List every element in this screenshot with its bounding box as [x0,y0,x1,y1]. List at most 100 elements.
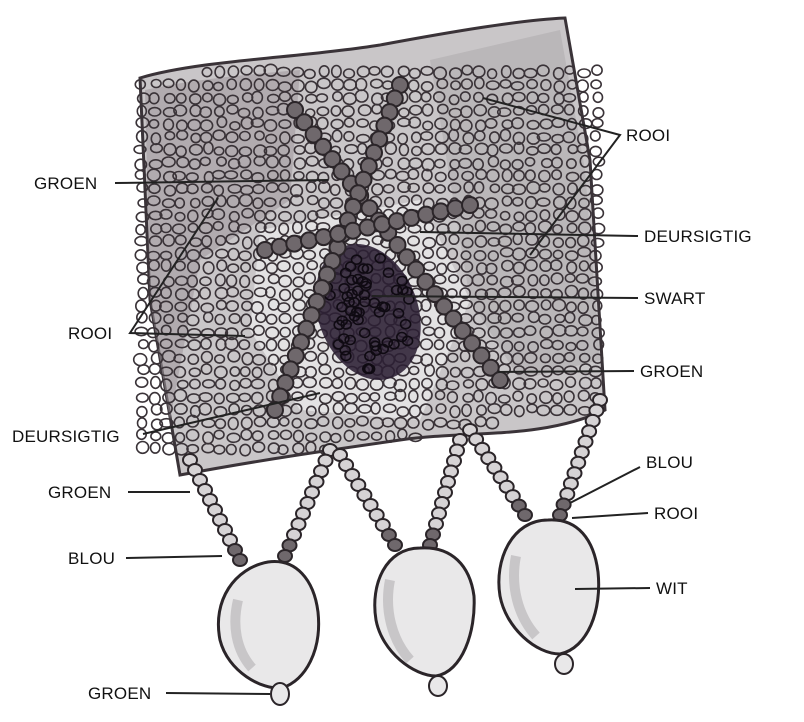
texture-bead [354,89,369,103]
texture-bead [279,429,293,441]
black-bead [332,338,345,350]
texture-bead [565,341,577,352]
cross-bead [343,221,362,240]
texture-bead [448,128,460,142]
texture-bead [225,131,239,144]
texture-bead [512,261,526,275]
texture-bead [435,233,447,246]
texture-bead [421,377,433,390]
texture-bead [318,363,332,376]
texture-bead [368,65,381,76]
cross-bead [373,215,392,234]
texture-bead [397,181,411,193]
texture-bead [237,155,252,169]
cross-bead [332,162,351,181]
texture-bead [565,158,577,170]
texture-bead [303,271,317,285]
leader-deursigtig-left [142,392,321,435]
texture-bead [591,326,606,339]
texture-bead [146,195,161,207]
texture-bead [355,415,369,427]
texture-bead [497,311,512,325]
texture-bead [564,376,577,388]
texture-bead [552,182,566,196]
texture-bead [420,142,436,156]
texture-bead [174,442,189,456]
texture-bead [578,91,589,103]
texture-bead [484,287,499,301]
texture-bead [132,352,148,367]
cross-bead [256,241,274,259]
texture-bead [371,235,384,246]
texture-bead [461,64,474,76]
texture-bead [264,133,278,145]
texture-bead [591,222,606,235]
texture-bead [216,259,228,272]
black-bead [381,337,394,348]
texture-bead [224,336,239,351]
texture-bead [305,155,320,167]
texture-bead [306,194,319,206]
texture-bead [434,171,447,183]
texture-bead [228,312,241,324]
texture-bead [566,182,578,195]
black-bead [357,263,370,274]
texture-bead [240,261,252,273]
texture-bead [408,432,423,443]
label-groen-top-left: GROEN [34,174,97,193]
texture-bead [513,341,525,352]
texture-bead [137,273,151,285]
texture-bead [263,222,277,234]
texture-bead [224,327,239,341]
black-bead [401,335,414,347]
texture-bead [448,273,460,284]
texture-bead [147,106,162,117]
cross-bead [285,234,304,253]
texture-bead [148,339,160,353]
texture-bead [450,80,462,91]
texture-bead [435,403,447,414]
texture-bead [446,391,459,404]
texture-bead [527,288,539,300]
texture-bead [549,259,563,272]
texture-bead [422,182,435,194]
texture-bead [578,260,590,272]
texture-bead [189,197,201,209]
texture-bead [513,211,525,223]
texture-bead [540,299,552,311]
cross-bead [314,228,333,247]
texture-bead [330,64,342,79]
texture-bead [343,429,355,442]
texture-bead [579,363,593,376]
texture-bead [201,66,213,78]
strand-beads [182,393,608,567]
texture-bead [448,94,460,106]
cross-bead [453,321,472,340]
texture-bead [303,68,316,80]
texture-bead [252,183,266,195]
texture-bead [302,376,318,389]
texture-bead [214,273,226,287]
texture-bead [487,155,500,168]
texture-bead [397,195,411,207]
texture-bead [421,168,433,182]
texture-bead [291,79,305,93]
texture-bead [200,328,215,339]
texture-bead [564,65,576,75]
texture-bead [224,170,239,180]
cross-bead [388,236,407,254]
texture-bead [434,184,447,194]
texture-bead [160,286,172,300]
texture-bead [316,116,329,130]
texture-bead [134,376,149,388]
texture-bead [318,393,333,405]
black-bead [351,285,364,297]
texture-bead [384,141,398,155]
texture-bead [497,394,511,404]
texture-bead [423,363,435,377]
texture-bead [188,158,202,170]
cross-bead [425,285,444,304]
texture-bead [500,183,515,195]
texture-bead [394,388,407,402]
texture-bead [410,194,423,206]
